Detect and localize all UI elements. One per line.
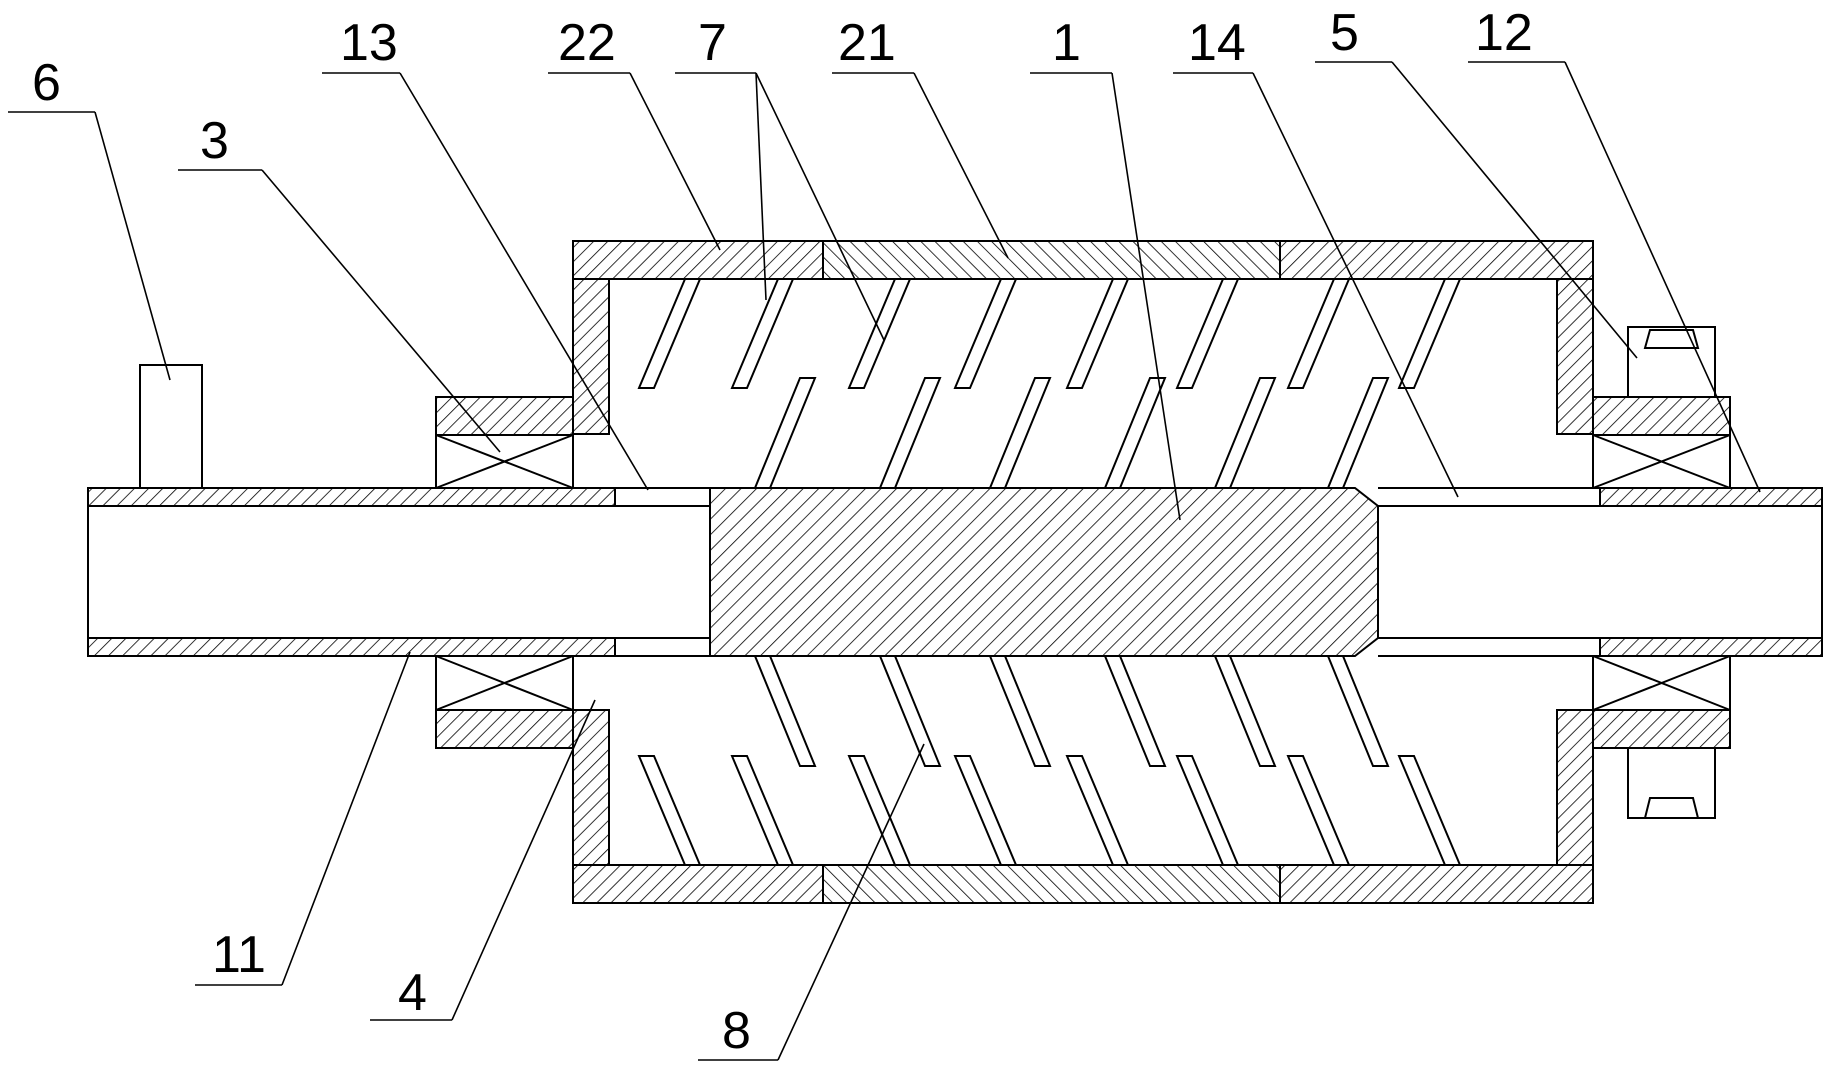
right-bearing-lower bbox=[1592, 655, 1731, 711]
core-rotor bbox=[709, 487, 1379, 657]
label-5: 5 bbox=[1330, 4, 1359, 62]
left-bearing-upper bbox=[435, 434, 574, 489]
lower-blades bbox=[637, 655, 1462, 866]
label-14: 14 bbox=[1188, 14, 1246, 72]
label-4: 4 bbox=[398, 964, 427, 1022]
left-shaft bbox=[87, 487, 710, 657]
right-shaft bbox=[1378, 487, 1823, 657]
left-hub bbox=[435, 396, 574, 749]
label-6: 6 bbox=[32, 54, 61, 112]
right-hub bbox=[1592, 396, 1731, 749]
label-11: 11 bbox=[212, 926, 266, 984]
right-external-block bbox=[1627, 326, 1716, 819]
label-7: 7 bbox=[698, 14, 727, 72]
label-8: 8 bbox=[722, 1002, 751, 1060]
label-1: 1 bbox=[1052, 14, 1081, 72]
label-3: 3 bbox=[200, 112, 229, 170]
label-12: 12 bbox=[1475, 4, 1533, 62]
outer-drum bbox=[572, 240, 1594, 904]
upper-blades bbox=[637, 278, 1462, 489]
right-bearing-upper bbox=[1592, 434, 1731, 489]
label-22: 22 bbox=[558, 14, 616, 72]
leader-lines bbox=[8, 61, 1761, 1061]
label-13: 13 bbox=[340, 14, 398, 72]
left-bearing-lower bbox=[435, 655, 574, 711]
callout-labels: 6 3 13 22 7 21 1 14 5 12 11 4 8 bbox=[32, 4, 1533, 1060]
label-21: 21 bbox=[838, 14, 896, 72]
sensor-stub bbox=[139, 364, 203, 489]
